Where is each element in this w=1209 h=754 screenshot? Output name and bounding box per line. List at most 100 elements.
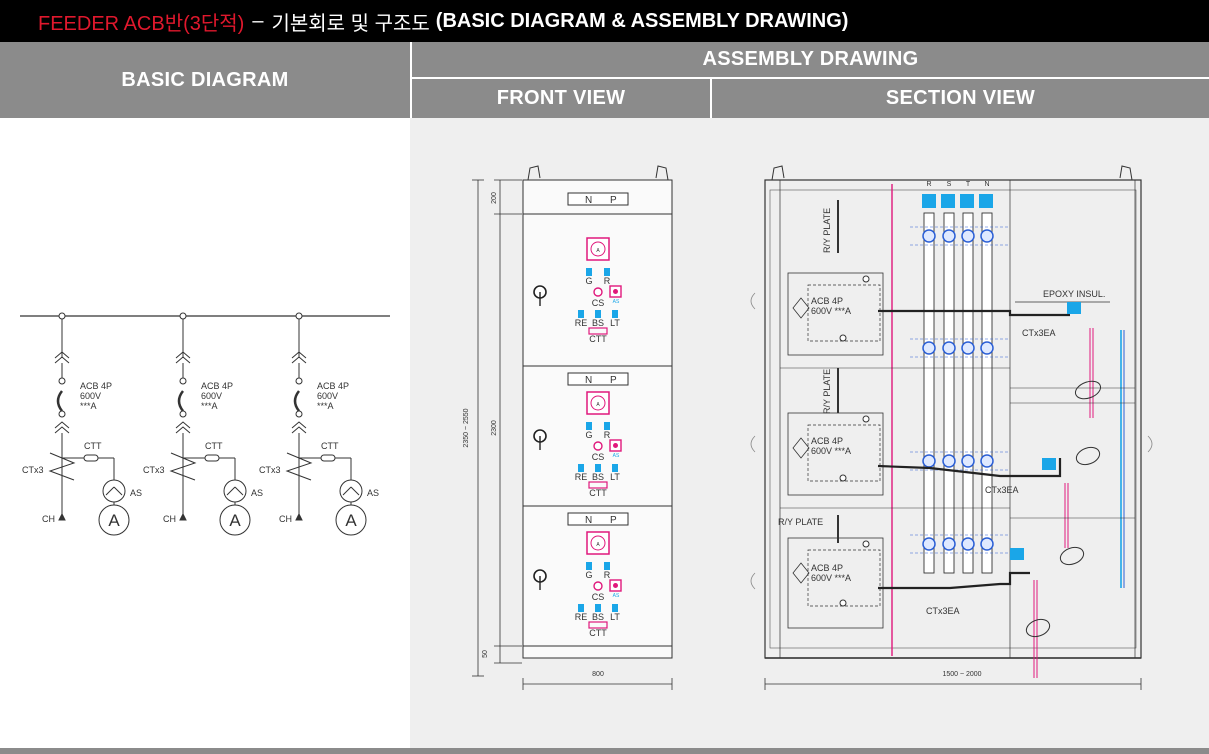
section-view-drawing: 1500 ~ 2000 R S T N	[750, 165, 1153, 690]
acb-unit-frame	[787, 272, 884, 356]
side-handles	[750, 292, 1153, 590]
lamp-re	[578, 604, 584, 612]
header-separator	[710, 79, 712, 118]
acb-unit-frame	[787, 412, 884, 496]
np-n: N	[585, 375, 592, 386]
busbar-insulator	[980, 537, 994, 551]
lamp-lt	[612, 604, 618, 612]
epoxy-insul-label: EPOXY INSUL.	[1043, 289, 1105, 299]
busbar-insulator	[942, 229, 956, 243]
acb-handle	[792, 437, 810, 459]
ctx-label: CTx3	[22, 465, 44, 475]
label-as: AS	[613, 299, 620, 305]
header-front-view: FRONT VIEW	[412, 79, 710, 118]
front-dim-bottom: 50	[482, 650, 489, 658]
ctt-block	[588, 327, 608, 335]
disconnect-symbol	[175, 421, 191, 434]
feeder-cables	[877, 309, 1070, 590]
as-label: AS	[130, 488, 142, 498]
acb-terminal	[839, 334, 847, 342]
bus-node	[58, 312, 66, 320]
breaker-contact	[293, 390, 301, 412]
acb-handle	[792, 297, 810, 319]
label-g: G	[585, 430, 592, 440]
label-ctt: CTT	[589, 334, 607, 344]
busbar-insulator	[980, 341, 994, 355]
acb-unit-frame	[787, 537, 884, 629]
ammeter-symbol	[219, 504, 251, 536]
cable-supports	[1025, 380, 1102, 638]
busbar-insulator	[942, 454, 956, 468]
acb-breaker-body	[807, 424, 881, 482]
busbar-insulator	[961, 229, 975, 243]
bus-node	[179, 312, 187, 320]
np-p: P	[610, 375, 617, 386]
disconnect-symbol	[54, 421, 70, 434]
np-p: P	[610, 195, 617, 206]
acb-label-3b: 600V ***A	[811, 573, 851, 583]
feeder-circuit-1	[48, 312, 130, 536]
ctx3ea-label-3: CTx3EA	[926, 606, 960, 616]
header-section-view: SECTION VIEW	[712, 79, 1209, 118]
ry-plate-label-2: R/Y PLATE	[822, 369, 832, 414]
as-switch-symbol	[339, 479, 363, 503]
acb-label-line3: ***A	[317, 401, 334, 411]
bus-label-t: T	[966, 181, 971, 188]
ctt-symbol	[83, 454, 99, 462]
lamp-r	[604, 562, 610, 570]
np-n: N	[585, 195, 592, 206]
busbar-insulator	[942, 341, 956, 355]
as-switch-symbol	[102, 479, 126, 503]
ctx3ea-label-2: CTx3EA	[985, 485, 1019, 495]
header-separator	[410, 42, 412, 118]
ctt-symbol	[320, 454, 336, 462]
acb-label-line1: ACB 4P	[80, 381, 112, 391]
header-assembly-drawing: ASSEMBLY DRAWING	[412, 42, 1209, 77]
feeder-circuit-3	[285, 312, 367, 536]
section-dim-width: 1500 ~ 2000	[942, 671, 981, 678]
cs-switch	[593, 441, 603, 451]
acb-label-line2: 600V	[201, 391, 222, 401]
acb-breaker-body	[807, 549, 881, 607]
ctt-block	[588, 621, 608, 629]
np-plate	[567, 192, 629, 206]
lifting-eye	[771, 165, 785, 181]
as-knob	[613, 443, 618, 448]
label-ctt: CTT	[589, 488, 607, 498]
label-cs: CS	[592, 298, 605, 308]
busbar-insulator	[922, 229, 936, 243]
label-r: R	[604, 430, 611, 440]
header-separator	[412, 77, 1209, 79]
title-feeder: FEEDER ACB반(3단적)	[38, 12, 245, 35]
np-plate	[567, 372, 629, 386]
np-n: N	[585, 515, 592, 526]
ammeter-label: A	[229, 511, 241, 530]
busbar-insulator	[980, 454, 994, 468]
lamp-lt	[612, 464, 618, 472]
acb-terminal	[862, 540, 870, 548]
as-label: AS	[251, 488, 263, 498]
busbar-insulator	[961, 454, 975, 468]
front-view-drawing: 2350 ~ 2550 200 2300 50 800 N P	[463, 165, 673, 690]
label-cs: CS	[592, 452, 605, 462]
ctt-label: CTT	[321, 441, 339, 451]
cable-terminations	[1010, 302, 1081, 560]
disconnect-symbol	[175, 351, 191, 364]
acb-units	[787, 272, 884, 629]
label-r: R	[604, 570, 611, 580]
ammeter-text: A	[596, 542, 600, 548]
button-bs	[595, 604, 601, 612]
label-lt: LT	[610, 612, 620, 622]
ctt-symbol	[204, 454, 220, 462]
acb-terminal	[839, 599, 847, 607]
button-bs	[595, 464, 601, 472]
acb-label-line3: ***A	[80, 401, 97, 411]
busbar-insulator	[980, 229, 994, 243]
label-ctt: CTT	[589, 628, 607, 638]
np-p: P	[610, 515, 617, 526]
acb-label-1a: ACB 4P	[811, 296, 843, 306]
feeder-circuit-2	[169, 312, 251, 536]
lamp-g	[586, 268, 592, 276]
